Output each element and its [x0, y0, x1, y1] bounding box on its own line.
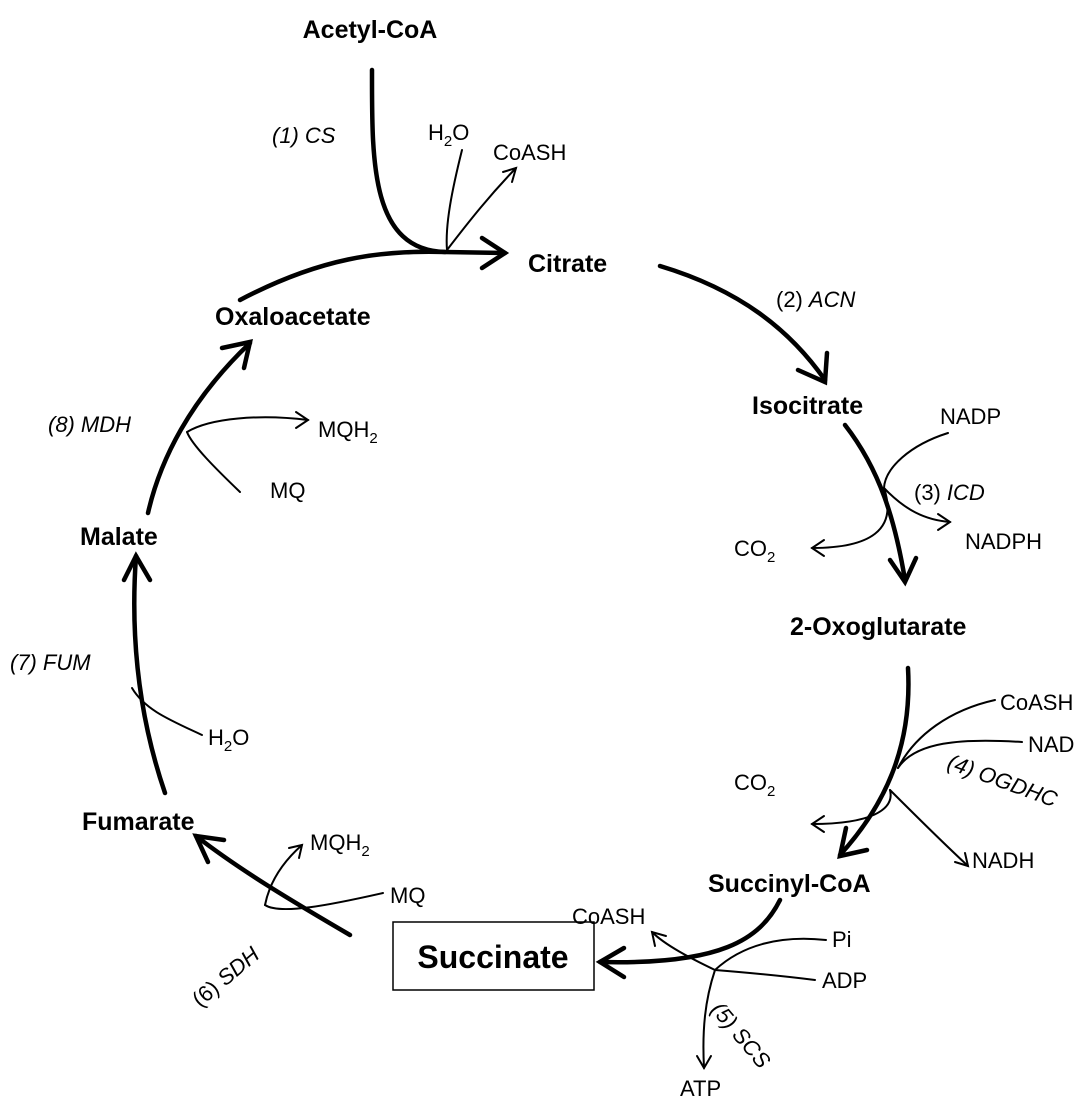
metabolite-acetyl-coa: Acetyl-CoA — [303, 16, 438, 44]
metabolite-succinyl-coa: Succinyl-CoA — [708, 870, 871, 898]
cofactor-coash-ogdhc: CoASH — [1000, 690, 1073, 715]
metabolite-oxaloacetate: Oxaloacetate — [215, 303, 371, 331]
cofactor-nadph: NADPH — [965, 529, 1042, 554]
cofactor-nadh: NADH — [972, 848, 1034, 873]
metabolite-citrate: Citrate — [528, 250, 607, 278]
cofactor-co2-ogdhc: CO2 — [734, 770, 775, 800]
enzyme-label-fum: (7)FUM — [10, 650, 91, 675]
side-arrows-ogdhc — [810, 699, 1023, 868]
cofactor-nad: NAD — [1028, 732, 1074, 757]
cofactor-h2o-cs: H2O — [428, 120, 469, 150]
cofactor-mqh2-mdh: MQH2 — [318, 417, 378, 447]
cofactor-nadp: NADP — [940, 404, 1001, 429]
cofactor-atp: ATP — [680, 1076, 721, 1101]
side-arrows-sdh — [264, 843, 384, 911]
enzyme-label-cs: (1)CS — [272, 123, 336, 148]
side-arrows-cs — [445, 149, 518, 251]
cofactor-adp: ADP — [822, 968, 867, 993]
metabolite-isocitrate: Isocitrate — [752, 392, 863, 420]
cofactor-coash-scs: CoASH — [572, 904, 645, 929]
side-arrows-icd — [810, 432, 952, 557]
side-arrows-fum — [131, 687, 203, 736]
enzyme-label-icd: (3)ICD — [914, 480, 985, 505]
side-arrows-scs — [650, 930, 827, 1070]
main-arrow-sdh — [192, 833, 353, 938]
main-arrow-cs — [237, 67, 510, 303]
cofactor-coash-cs: CoASH — [493, 140, 566, 165]
enzyme-label-sdh: (6)SDH — [187, 942, 264, 1012]
cofactor-co2-icd: CO2 — [734, 536, 775, 566]
enzyme-label-ogdhc: (4)OGDHC — [944, 749, 1061, 812]
metabolite-fumarate: Fumarate — [82, 808, 195, 836]
metabolite-2-oxoglutarate: 2-Oxoglutarate — [790, 613, 967, 641]
main-arrow-ogdhc — [837, 665, 911, 859]
main-arrow-scs — [595, 897, 783, 980]
cofactor-mq-mdh: MQ — [270, 478, 305, 503]
enzyme-label-scs: (5)SCS — [706, 997, 776, 1073]
cofactor-mqh2-sdh: MQH2 — [310, 830, 370, 860]
main-arrow-fum — [121, 551, 168, 796]
metabolite-succinate: Succinate — [417, 939, 568, 975]
enzyme-label-acn: (2)ACN — [776, 287, 855, 312]
cofactor-h2o-fum: H2O — [208, 725, 249, 755]
metabolite-malate: Malate — [80, 523, 158, 551]
cofactor-mq-sdh: MQ — [390, 883, 425, 908]
side-arrows-mdh — [186, 411, 310, 493]
main-arrow-icd — [842, 422, 919, 587]
cofactor-pi: Pi — [832, 927, 852, 952]
main-arrow-mdh — [145, 339, 253, 516]
enzyme-label-mdh: (8)MDH — [48, 412, 131, 437]
main-arrow-acn — [657, 263, 830, 386]
succinate-box: Succinate — [392, 921, 595, 991]
